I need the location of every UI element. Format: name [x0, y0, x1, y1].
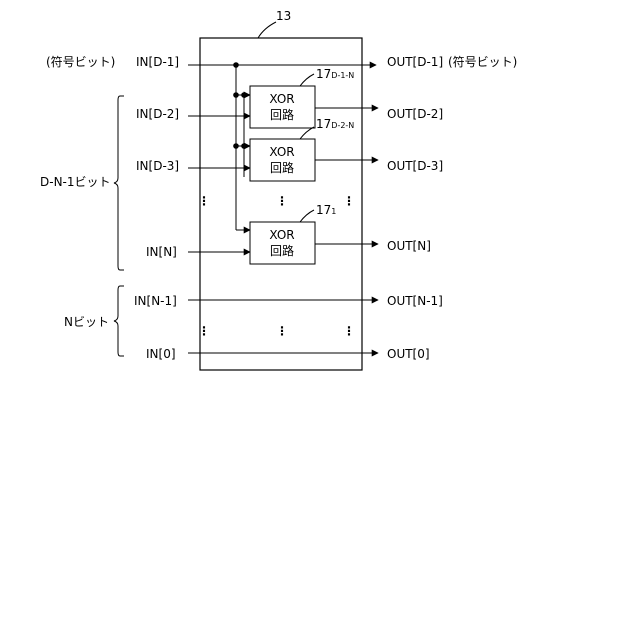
- ellipsis: ⋮: [343, 194, 355, 208]
- group-lower-label: Nビット: [64, 315, 109, 329]
- output-label-n: OUT[N]: [387, 239, 431, 253]
- xor-gate-3-ref: 171: [316, 203, 336, 217]
- junction-dot: [233, 62, 239, 68]
- junction-dot: [233, 143, 239, 149]
- xor-gate-2-ref: 17D-2-N: [316, 117, 354, 131]
- xor-gate-1-ref-leader: [300, 74, 314, 86]
- xor-gate-2-title: XOR: [269, 145, 294, 159]
- input-label-n1: IN[N-1]: [134, 294, 177, 308]
- input-label-zero: IN[0]: [146, 347, 176, 361]
- group-upper-label: D-N-1ビット: [40, 175, 111, 189]
- junction-dot: [233, 92, 239, 98]
- sign-bit-label-right: (符号ビット): [448, 54, 517, 69]
- block-ref-label: 13: [276, 9, 291, 23]
- xor-gate-2-subtitle: 回路: [270, 160, 294, 175]
- sign-bit-label-left: (符号ビット): [46, 54, 115, 69]
- xor-gate-1-title: XOR: [269, 92, 294, 106]
- input-label-d2: IN[D-2]: [136, 107, 179, 121]
- ellipsis: ⋮: [276, 194, 288, 208]
- brace-lower: [114, 286, 124, 356]
- input-label-d1: IN[D-1]: [136, 55, 179, 69]
- ellipsis: ⋮: [198, 324, 210, 338]
- ellipsis: ⋮: [343, 324, 355, 338]
- output-label-d3: OUT[D-3]: [387, 159, 443, 173]
- xor-gate-1-subtitle: 回路: [270, 107, 294, 122]
- output-label-zero: OUT[0]: [387, 347, 430, 361]
- xor-gate-2-ref-leader: [300, 127, 314, 139]
- brace-upper: [114, 96, 124, 270]
- output-label-d2: OUT[D-2]: [387, 107, 443, 121]
- xor-gate-1-ref: 17D-1-N: [316, 67, 354, 81]
- block-ref-leader: [258, 22, 276, 38]
- junction-dot: [241, 92, 247, 98]
- input-label-d3: IN[D-3]: [136, 159, 179, 173]
- input-label-n: IN[N]: [146, 245, 177, 259]
- ellipsis: ⋮: [276, 324, 288, 338]
- ellipsis: ⋮: [198, 194, 210, 208]
- xor-gate-3-subtitle: 回路: [270, 243, 294, 258]
- xor-gate-3-title: XOR: [269, 228, 294, 242]
- xor-gate-3-ref-leader: [300, 210, 314, 222]
- output-label-d1: OUT[D-1]: [387, 55, 443, 69]
- junction-dot: [241, 143, 247, 149]
- output-label-n1: OUT[N-1]: [387, 294, 443, 308]
